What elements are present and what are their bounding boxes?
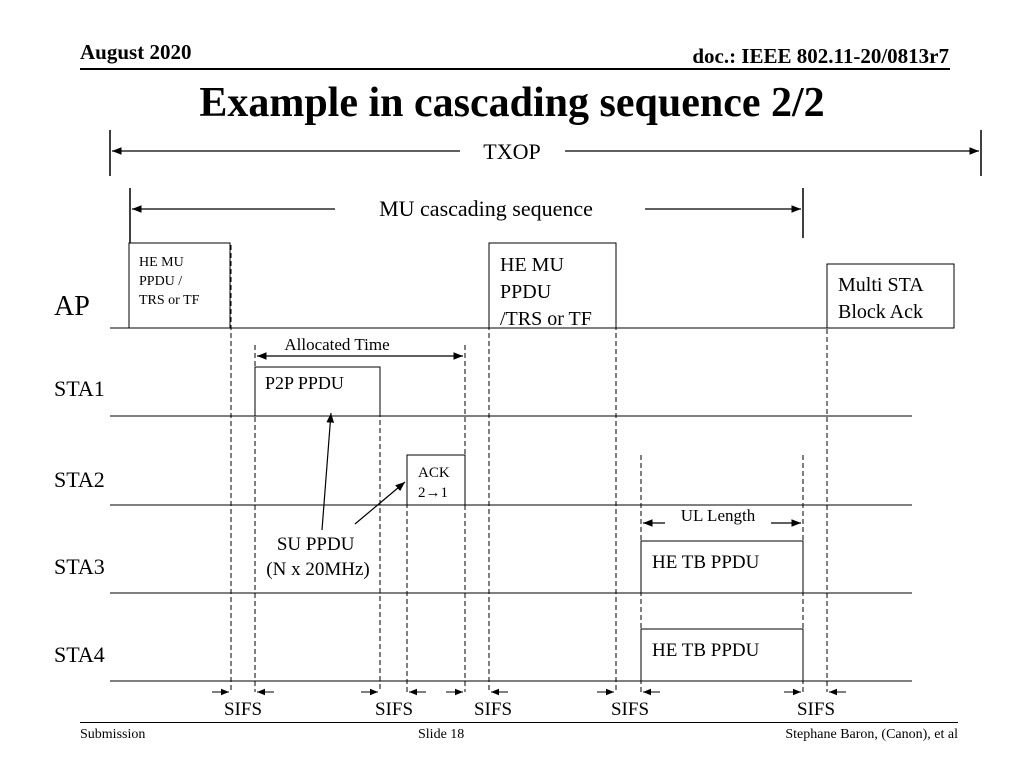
sifs-label-2: SIFS (375, 699, 413, 720)
sta3-he-tb-ppdu-label: HE TB PPDU (652, 552, 760, 573)
ap-frame1-label: HE MU PPDU / TRS or TF (139, 255, 200, 308)
sta1-p2p-ppdu-box (254, 366, 381, 417)
ap-multi-sta-ba-box (826, 263, 955, 329)
sta4-he-tb-ppdu-box (640, 628, 804, 682)
sta3-he-tb-ppdu-box (640, 540, 804, 594)
sifs-label-1: SIFS (224, 699, 262, 720)
header-divider (80, 68, 950, 70)
row-label-sta3: STA3 (54, 554, 105, 579)
ul-length-label: UL Length (681, 506, 756, 525)
ap-multi-sta-ba-label: Multi STA Block Ack (838, 274, 928, 323)
footer-slide-number: Slide 18 (418, 727, 465, 742)
row-label-sta1: STA1 (54, 376, 105, 401)
sta2-ack-label: ACK 2→1 (418, 465, 453, 501)
su-ppdu-pointer-ack (354, 481, 406, 525)
txop-label: TXOP (483, 139, 540, 164)
allocated-time-label: Allocated Time (284, 335, 389, 354)
sta2-ack-box (406, 454, 466, 506)
ap-frame2-label: HE MU PPDU /TRS or TF (500, 254, 592, 330)
ap-he-mu-ppdu-box-2 (488, 242, 617, 329)
sifs-label-4: SIFS (611, 699, 649, 720)
allocated-time-label-bg (272, 334, 402, 354)
footer-author: Stephane Baron, (Canon), et al (785, 727, 958, 742)
row-label-sta4: STA4 (54, 642, 105, 667)
sta4-he-tb-ppdu-label: HE TB PPDU (652, 640, 760, 661)
su-ppdu-label: SU PPDU (N x 20MHz) (266, 534, 369, 580)
footer-submission: Submission (80, 727, 146, 742)
header-date: August 2020 (80, 40, 192, 64)
slide-title: Example in cascading sequence 2/2 (199, 80, 825, 126)
ul-length-label-bg (665, 506, 771, 526)
su-ppdu-pointer-p2p (321, 412, 335, 531)
row-label-sta2: STA2 (54, 467, 105, 492)
sifs-label-5: SIFS (797, 699, 835, 720)
header-doc-id: doc.: IEEE 802.11-20/0813r7 (692, 44, 949, 68)
ap-he-mu-ppdu-box-1 (128, 242, 231, 329)
row-label-ap: AP (54, 291, 90, 322)
sifs-label-3: SIFS (474, 699, 512, 720)
sta1-p2p-ppdu-label: P2P PPDU (265, 373, 344, 393)
mu-sequence-label: MU cascading sequence (379, 196, 593, 221)
footer-divider (80, 722, 958, 723)
